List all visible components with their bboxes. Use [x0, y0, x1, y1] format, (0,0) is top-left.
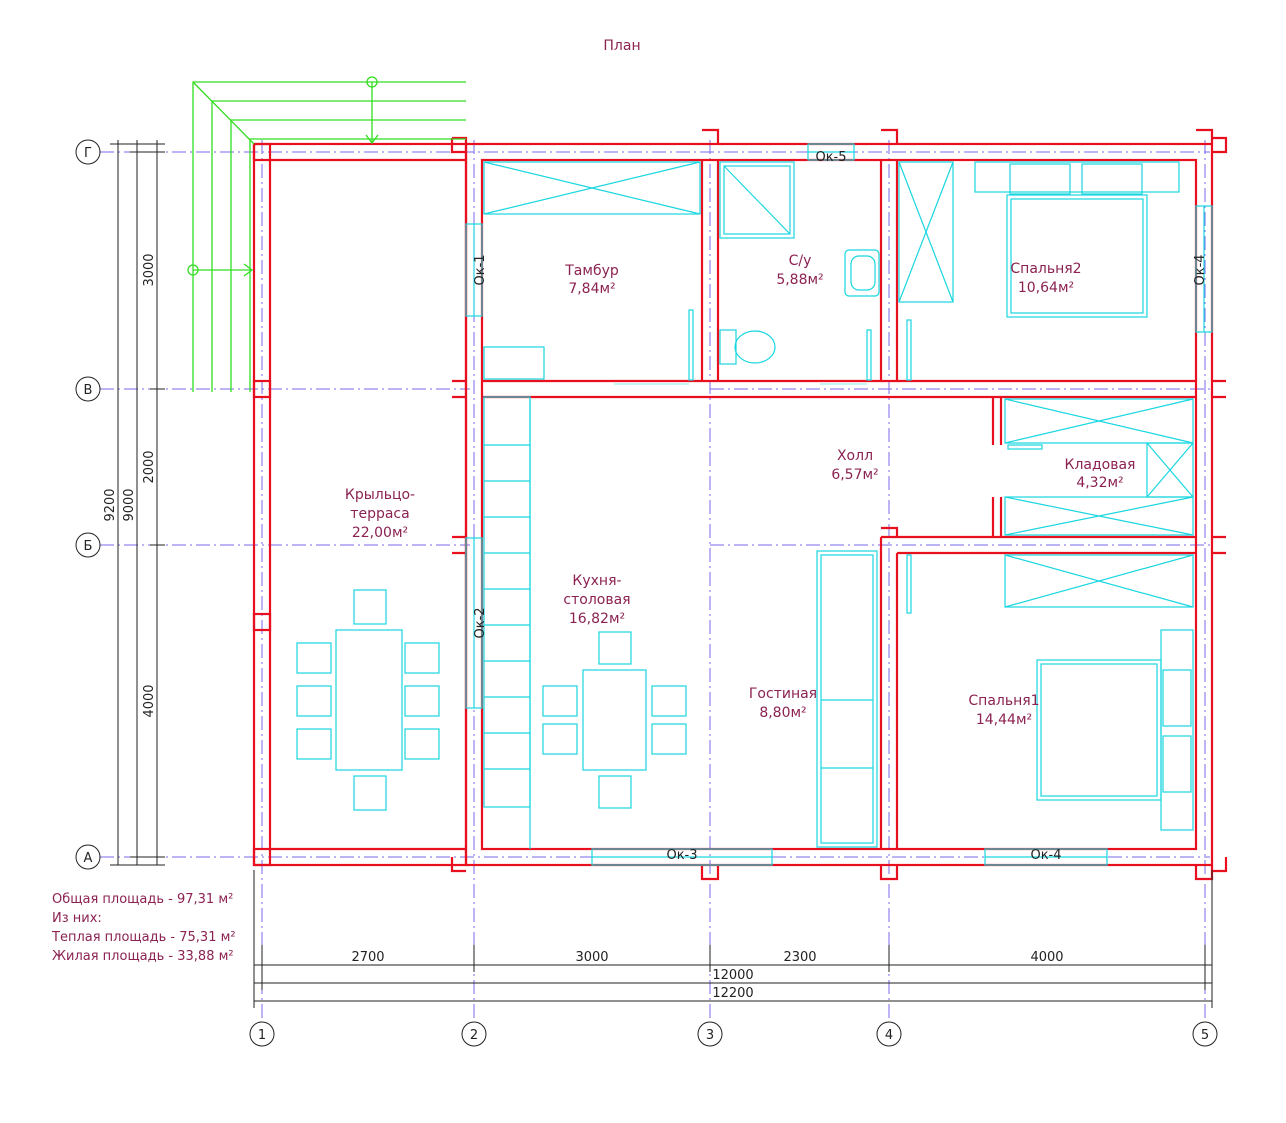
- room-name-kitchen-2: столовая: [563, 592, 630, 608]
- axis-label-row-a: А: [84, 851, 93, 866]
- dim-h-2300: 2300: [783, 950, 816, 965]
- room-name-hall: Холл: [837, 448, 873, 464]
- axis-label-col-3: 3: [706, 1028, 714, 1043]
- window-label-ok2: Ок-2: [473, 607, 488, 638]
- axis-label-col-1: 1: [258, 1028, 266, 1043]
- dim-v-4000: 4000: [142, 684, 157, 717]
- room-name-terrace-2: терраса: [350, 506, 409, 522]
- axis-label-row-b: Б: [84, 539, 93, 554]
- window-label-ok3: Ок-3: [666, 848, 697, 863]
- axis-label-col-5: 5: [1201, 1028, 1209, 1043]
- room-area-bedroom2: 10,64м²: [1018, 280, 1074, 296]
- summary-of-which: Из них:: [52, 911, 102, 926]
- dim-h-3000: 3000: [575, 950, 608, 965]
- dim-h-4000: 4000: [1030, 950, 1063, 965]
- window-labels: Ок-1 Ок-2 Ок-3 Ок-4 Ок-4 Ок-5: [473, 150, 1208, 863]
- room-area-bedroom1: 14,44м²: [976, 712, 1032, 728]
- dim-h-12000: 12000: [712, 968, 753, 983]
- room-labels: Тамбур 7,84м² С/у 5,88м² Спальня2 10,64м…: [345, 253, 1136, 728]
- dim-h-12200: 12200: [712, 986, 753, 1001]
- axis-label-row-v: В: [84, 383, 93, 398]
- room-name-tambur: Тамбур: [564, 263, 619, 279]
- dim-v-3000: 3000: [142, 253, 157, 286]
- room-area-living: 8,80м²: [759, 705, 806, 721]
- room-name-bedroom2: Спальня2: [1010, 261, 1081, 277]
- room-area-kitchen: 16,82м²: [569, 611, 625, 627]
- window-label-ok5: Ок-5: [815, 150, 846, 165]
- entrance-stairs: [187, 76, 466, 392]
- furniture: [296, 143, 1213, 866]
- horizontal-dimensions: [253, 870, 1213, 1008]
- window-label-ok4-bottom: Ок-4: [1030, 848, 1061, 863]
- summary-total-area: Общая площадь - 97,31 м²: [52, 892, 234, 907]
- room-name-pantry: Кладовая: [1065, 457, 1136, 473]
- axis-label-col-4: 4: [885, 1028, 893, 1043]
- summary-warm-area: Теплая площадь - 75,31 м²: [52, 930, 236, 945]
- window-label-ok1: Ок-1: [473, 254, 488, 285]
- room-name-bedroom1: Спальня1: [968, 693, 1039, 709]
- dim-v-2000: 2000: [142, 450, 157, 483]
- column-axis-markers: [249, 1021, 1218, 1047]
- dim-v-9000: 9000: [122, 488, 137, 521]
- walls: [252, 128, 1228, 881]
- room-area-terrace: 22,00м²: [352, 525, 408, 541]
- summary-living-area: Жилая площадь - 33,88 м²: [52, 949, 234, 964]
- room-area-pantry: 4,32м²: [1076, 475, 1123, 491]
- room-name-kitchen: Кухня-: [572, 573, 621, 589]
- room-name-terrace: Крыльцо-: [345, 487, 415, 503]
- room-name-wc: С/у: [789, 253, 812, 269]
- room-name-living: Гостиная: [749, 686, 817, 702]
- axis-label-col-2: 2: [470, 1028, 478, 1043]
- area-summary: Общая площадь - 97,31 м² Из них: Теплая …: [52, 890, 236, 966]
- room-area-tambur: 7,84м²: [568, 281, 615, 297]
- dim-v-9200: 9200: [103, 488, 118, 521]
- dim-h-2700: 2700: [351, 950, 384, 965]
- vertical-dimensions: [110, 140, 165, 866]
- row-axis-markers: [75, 139, 101, 870]
- axis-label-row-g: Г: [84, 146, 92, 161]
- room-area-wc: 5,88м²: [776, 272, 823, 288]
- room-area-hall: 6,57м²: [831, 467, 878, 483]
- window-label-ok4-right: Ок-4: [1193, 254, 1208, 285]
- plan-title: План: [603, 38, 640, 54]
